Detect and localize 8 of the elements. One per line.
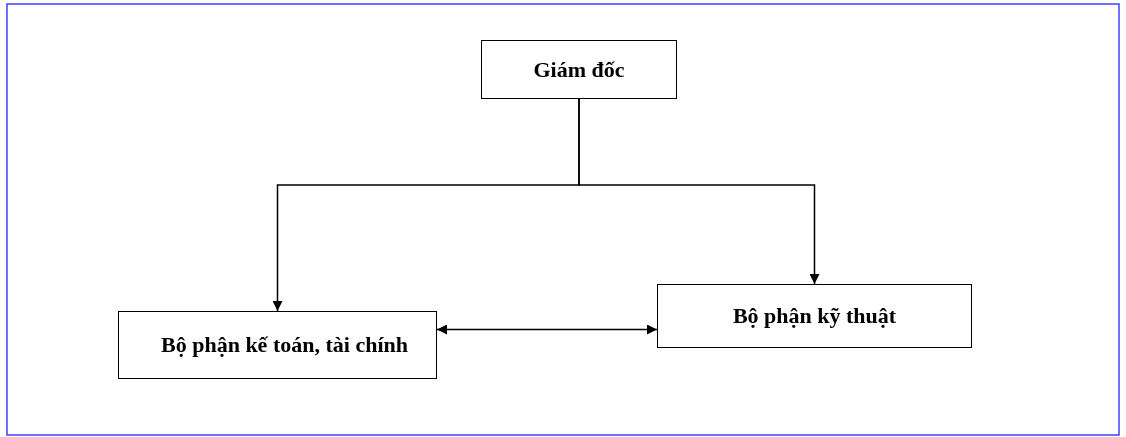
arrow bbox=[436, 324, 658, 335]
box-label: Giám đốc bbox=[533, 55, 625, 84]
org-box bbox=[481, 40, 677, 99]
org-box bbox=[657, 284, 972, 348]
box-label: Bộ phận kỹ thuật bbox=[732, 302, 897, 331]
org-box bbox=[118, 311, 437, 379]
arrow bbox=[578, 98, 820, 285]
box-label: Bộ phận kế toán, tài chính bbox=[161, 331, 408, 360]
